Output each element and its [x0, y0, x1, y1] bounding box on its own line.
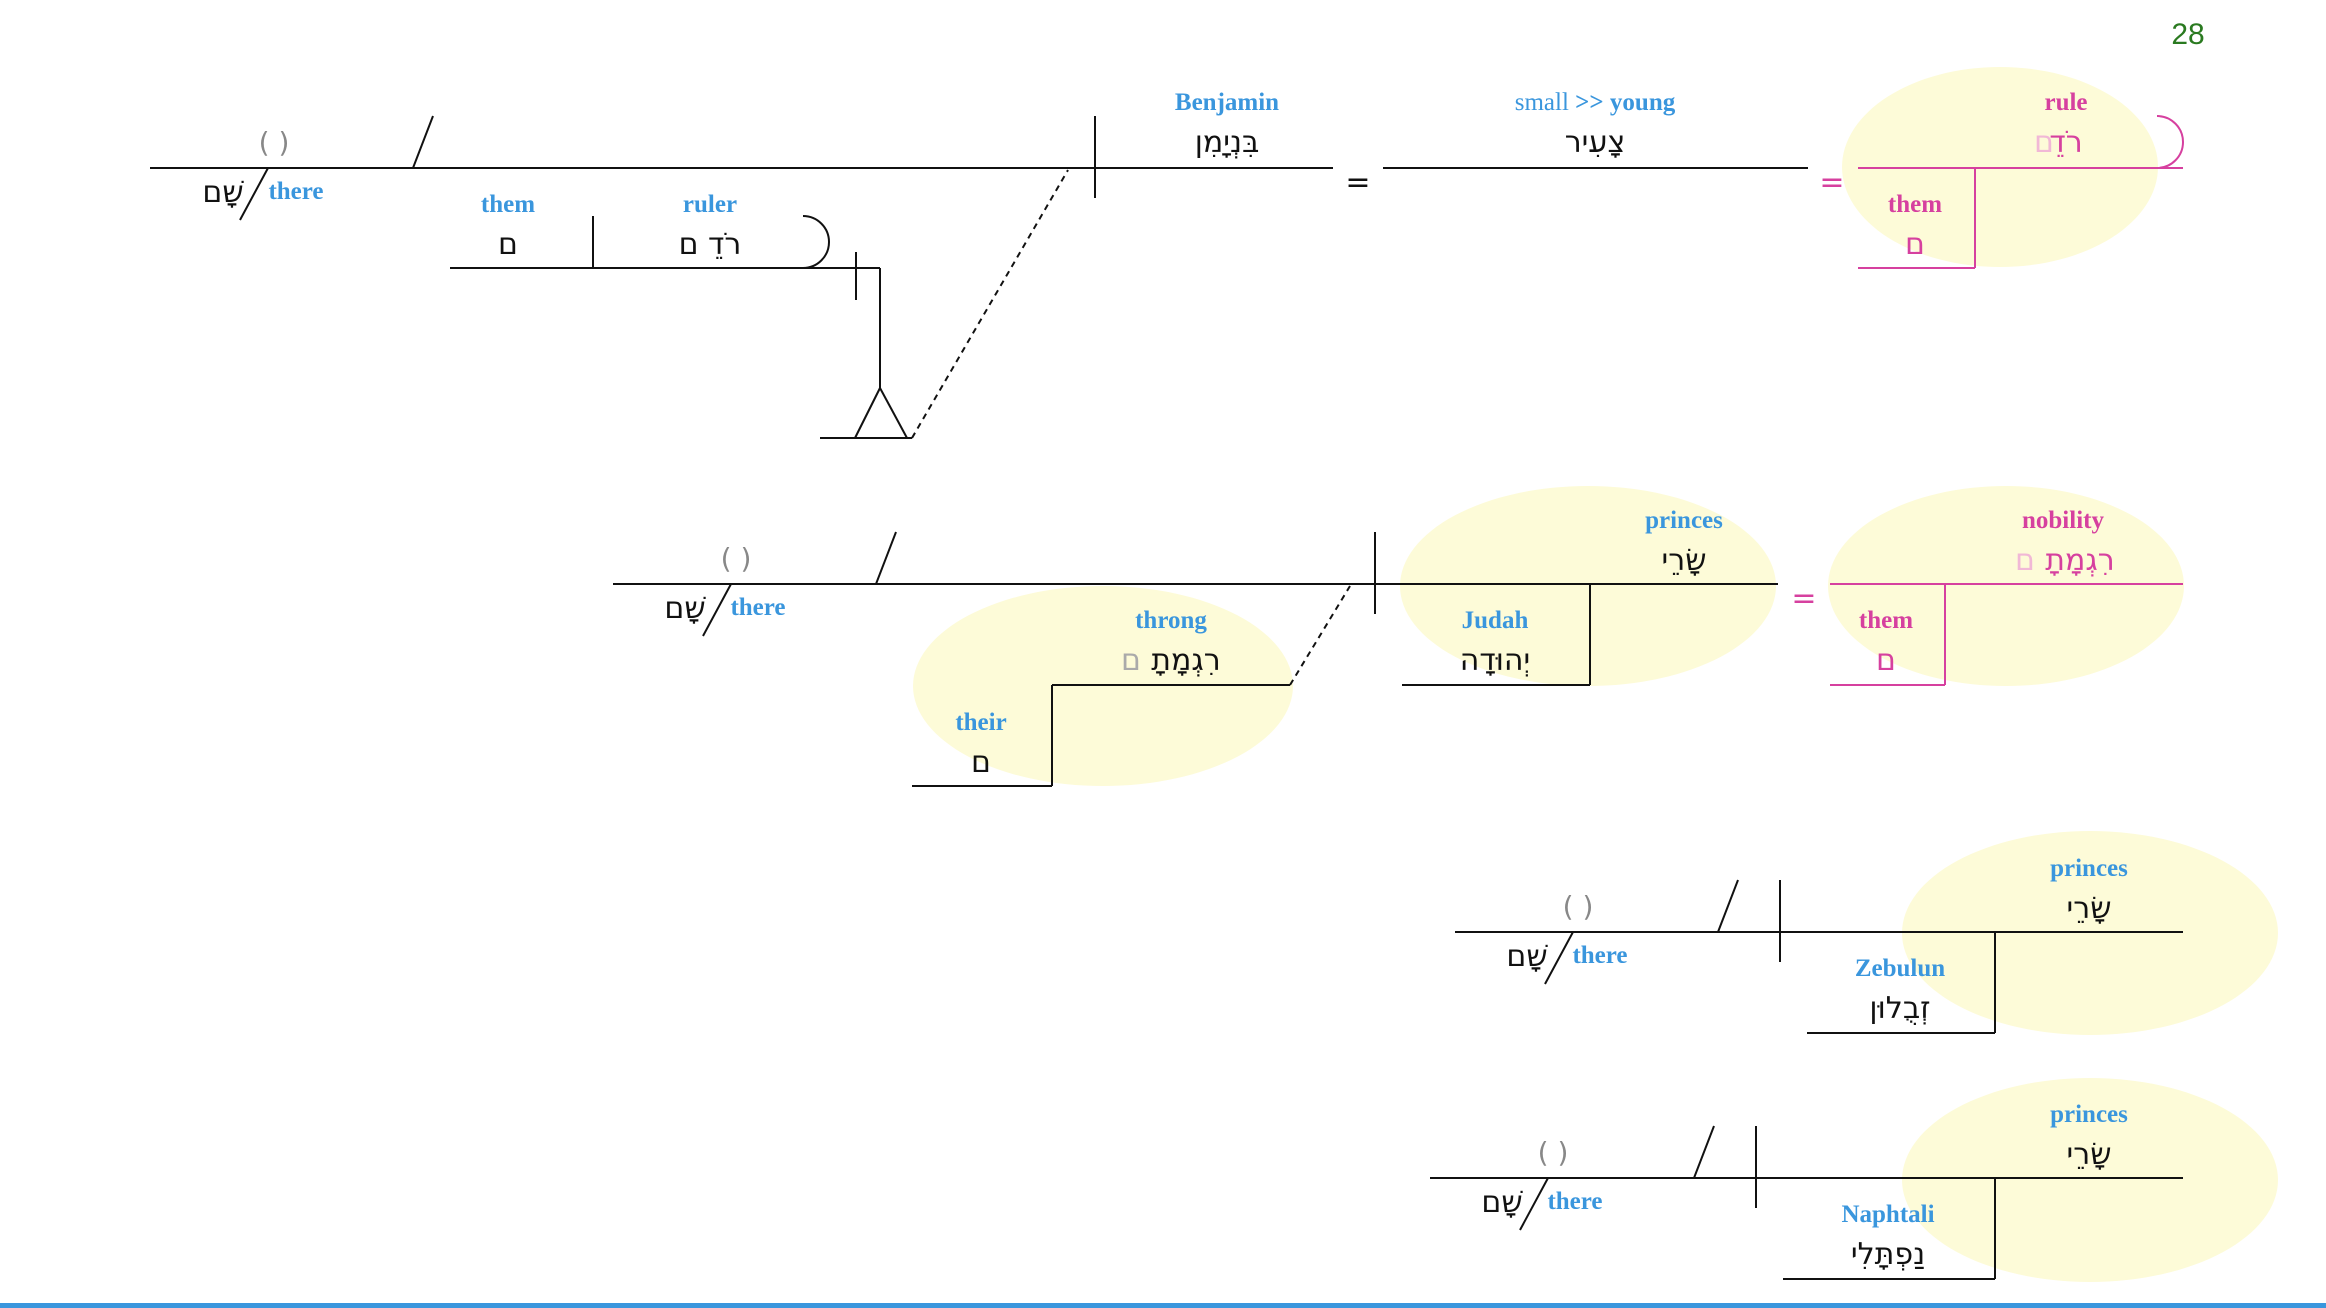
naphtali-label: Naphtali	[1841, 1201, 1934, 1228]
clause-3: ( ) שָׁם there princes שָׂרֵי Zebulun זְ…	[1455, 855, 2183, 1034]
zebulun-label: Zebulun	[1855, 955, 1945, 982]
zebulun-hebrew: זְבֻלוּן	[1869, 991, 1930, 1026]
them-label-2: them	[1888, 191, 1942, 218]
bottom-rule	[0, 1303, 2326, 1308]
there-hebrew: שָׁם	[664, 591, 706, 626]
them-label: them	[481, 191, 535, 218]
princes-hebrew: שָׂרֵי	[2067, 891, 2112, 926]
throng-hebrew: רִגְמָתָ	[1151, 643, 1220, 678]
throng-ghost-suffix: ם	[1121, 643, 1141, 678]
them-hebrew-2: ם	[1905, 227, 1925, 262]
their-label: their	[955, 709, 1006, 736]
page-number: 28	[2171, 18, 2204, 51]
their-hebrew: ם	[971, 745, 991, 780]
paren-gap: ( )	[1563, 890, 1594, 923]
rule-label: rule	[2044, 89, 2087, 116]
benjamin-label: Benjamin	[1175, 89, 1279, 116]
them-hebrew: ם	[498, 227, 518, 262]
highlight-nobility	[1828, 486, 2184, 686]
princes-hebrew: שָׂרֵי	[2067, 1137, 2112, 1172]
judah-hebrew: יְהוּדָה	[1460, 643, 1530, 678]
paren-gap: ( )	[259, 126, 290, 159]
young-hebrew: צָעִיר	[1565, 125, 1626, 160]
rule-ghost-suffix: ם	[2034, 125, 2054, 160]
young-label: small >> young	[1515, 89, 1676, 116]
princes-label: princes	[2050, 855, 2128, 882]
benjamin-hebrew: בִּנְיָמִן	[1195, 125, 1260, 160]
princes-label: princes	[2050, 1101, 2128, 1128]
paren-gap: ( )	[721, 542, 752, 575]
equals-sign-2: =	[1819, 165, 1844, 200]
princes-hebrew: שָׂרֵי	[1662, 543, 1707, 578]
rule-hebrew: רֹדֵ	[2049, 125, 2082, 160]
there-label: there	[730, 594, 785, 621]
throng-label: throng	[1135, 607, 1207, 634]
nobility-ghost-suffix: ם	[2015, 543, 2035, 578]
them-label: them	[1859, 607, 1913, 634]
equals-sign-1: =	[1345, 165, 1370, 200]
there-label: there	[1547, 1188, 1602, 1215]
equals-sign: =	[1791, 581, 1816, 616]
there-hebrew: שָׁם	[202, 175, 244, 210]
there-hebrew: שָׁם	[1481, 1185, 1523, 1220]
judah-label: Judah	[1462, 607, 1529, 634]
naphtali-hebrew: נַפְתָּלִי	[1851, 1237, 1925, 1272]
them-hebrew: ם	[1876, 643, 1896, 678]
there-hebrew: שָׁם	[1506, 939, 1548, 974]
clause-1: ( ) שָׁם there Benjamin בִּנְיָמִן = sma…	[150, 89, 2184, 439]
ruler-hebrew: רֹדֵ ם	[679, 227, 742, 262]
nobility-hebrew: רִגְמָתָ	[2045, 543, 2114, 578]
there-label: there	[268, 178, 323, 205]
there-label: there	[1572, 942, 1627, 969]
highlight-princes-judah	[1400, 486, 1776, 686]
princes-label: princes	[1645, 507, 1723, 534]
paren-gap: ( )	[1538, 1136, 1569, 1169]
clause-4: ( ) שָׁם there princes שָׂרֵי Naphtali נ…	[1430, 1101, 2183, 1280]
clause-2: ( ) שָׁם there throng רִגְמָתָ ם their ם…	[613, 507, 2183, 787]
ruler-label: ruler	[683, 191, 737, 218]
nobility-label: nobility	[2022, 507, 2104, 534]
